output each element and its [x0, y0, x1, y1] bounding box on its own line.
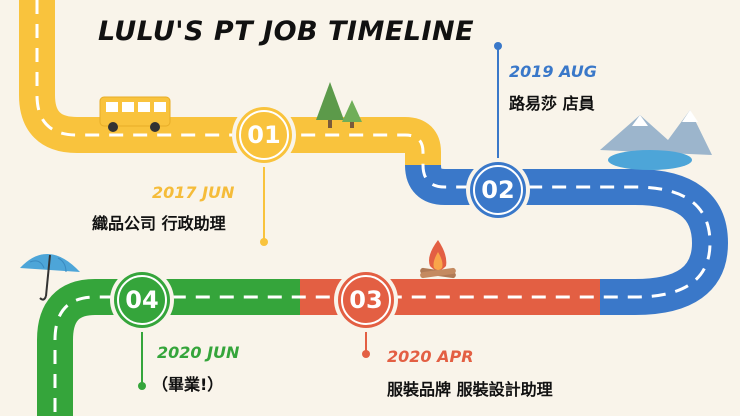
marker-03 — [334, 268, 398, 332]
mountain-lake-icon — [600, 110, 712, 170]
marker-number-03: 03 — [349, 286, 383, 314]
leader-dot-02 — [494, 42, 502, 50]
road — [19, 0, 729, 416]
milestone-date-03: 2020 APR — [387, 347, 474, 366]
page-title: LULU'S PT JOB TIMELINE — [98, 16, 475, 47]
leader-dot-03 — [362, 350, 370, 358]
leader-dot-01 — [260, 238, 268, 246]
milestone-job-03: 服裝品牌 服裝設計助理 — [387, 380, 553, 399]
milestone-job-02: 路易莎 店員 — [509, 94, 595, 113]
milestone-date-04: 2020 JUN — [157, 343, 240, 362]
milestone-job-04: （畢業!） — [152, 375, 224, 394]
milestone-job-01: 織品公司 行政助理 — [92, 214, 226, 233]
road-segment-blue — [405, 163, 729, 315]
bus-icon — [99, 96, 171, 132]
marker-01 — [232, 103, 296, 167]
leader-lines — [138, 42, 502, 390]
marker-number-01: 01 — [247, 121, 281, 149]
marker-number-02: 02 — [481, 176, 515, 204]
campfire-icon — [420, 240, 456, 279]
marker-number-04: 04 — [125, 286, 159, 314]
umbrella-icon — [20, 253, 80, 301]
milestone-date-02: 2019 AUG — [509, 62, 597, 81]
marker-04 — [110, 268, 174, 332]
pine-trees-icon — [316, 82, 362, 128]
leader-dot-04 — [138, 382, 146, 390]
milestone-date-01: 2017 JUN — [152, 183, 235, 202]
road-center-dashes — [35, 0, 712, 416]
marker-02 — [466, 158, 530, 222]
